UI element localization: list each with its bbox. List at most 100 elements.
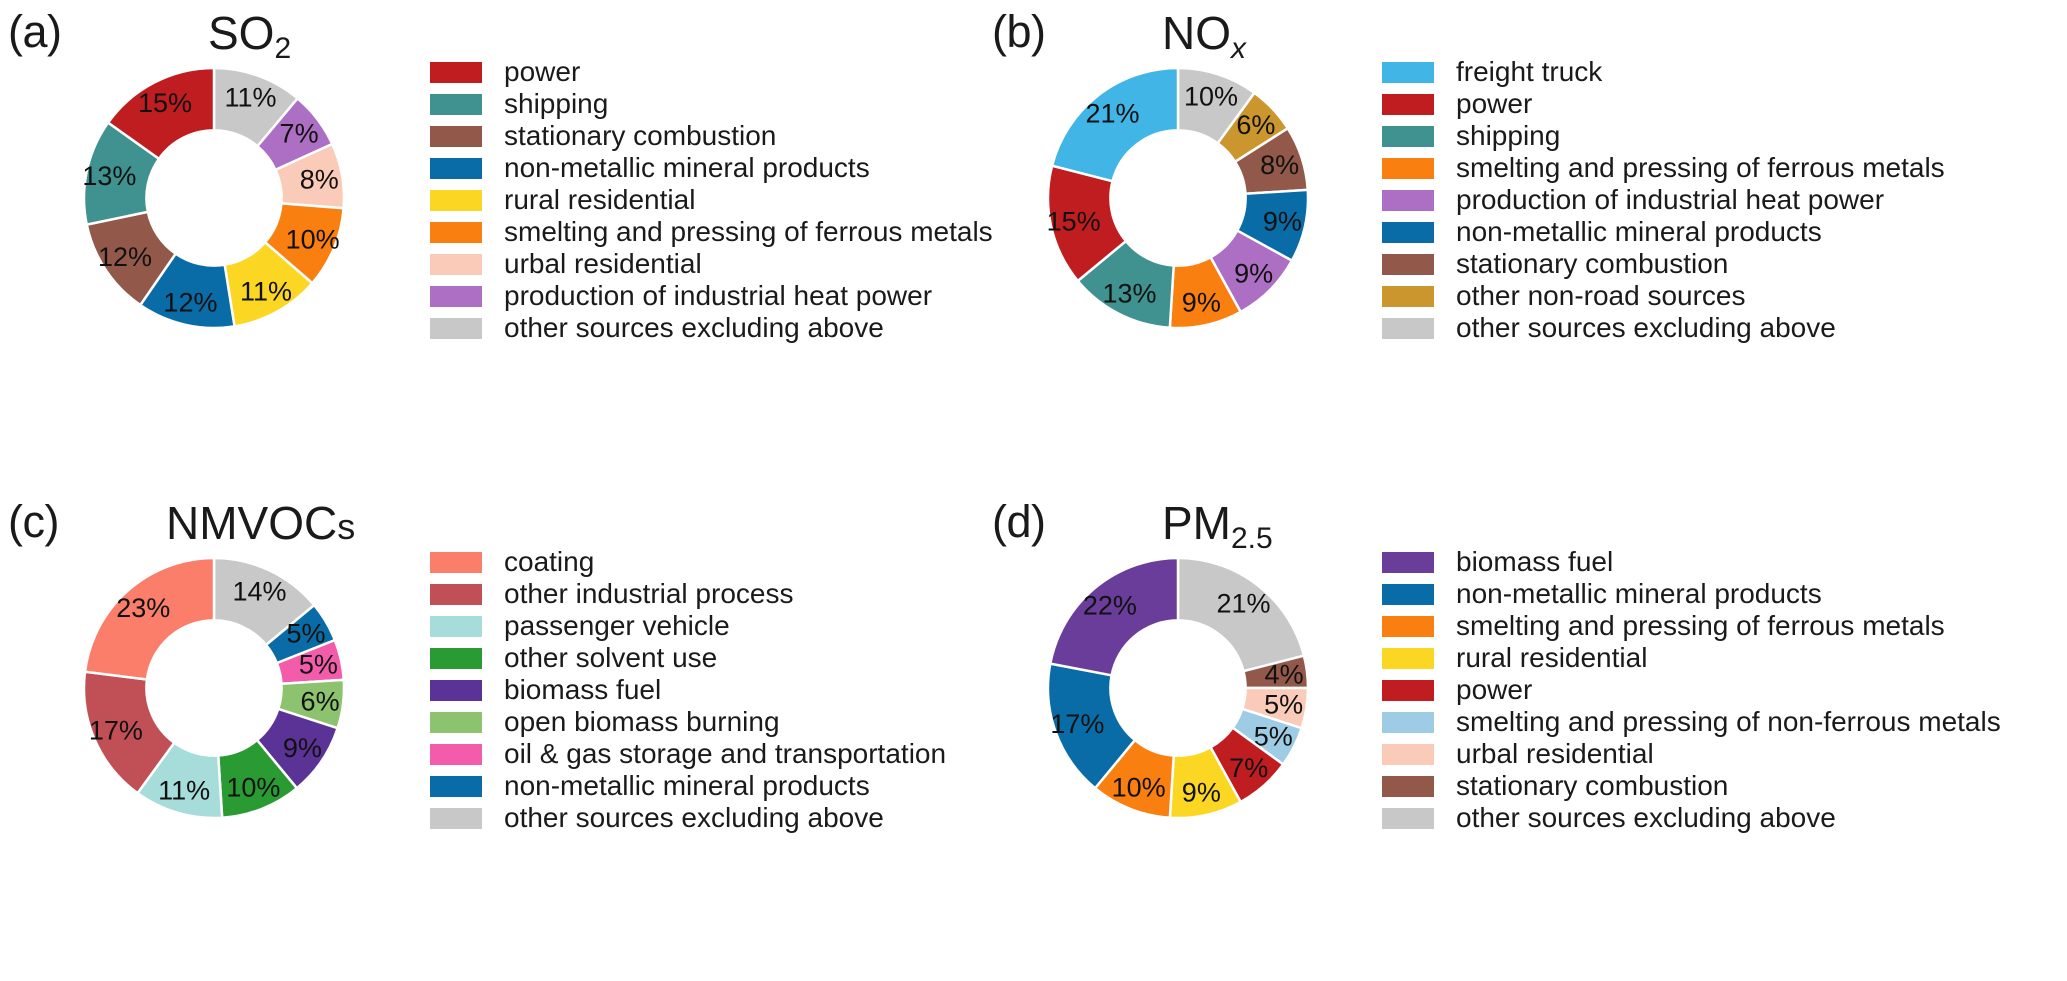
legend-item[interactable]: power (1382, 88, 1945, 120)
legend-item-label: non-metallic mineral products (1456, 578, 1822, 609)
legend-item-label: stationary combustion (1456, 248, 1729, 279)
pie-slice-label: 9% (1263, 206, 1302, 236)
legend-item[interactable]: power (1382, 674, 2001, 706)
pie-slice (1050, 66, 1180, 183)
pie-slice-label: 14% (232, 576, 286, 606)
legend-item-label: open biomass burning (504, 706, 780, 737)
pie-slice-label: 10% (1112, 772, 1166, 802)
legend-item[interactable]: stationary combustion (1382, 770, 2001, 802)
legend-item[interactable]: other sources excluding above (1382, 802, 2001, 834)
legend-item[interactable]: rural residential (430, 184, 993, 216)
legend-item-label: other solvent use (504, 642, 718, 673)
pie-slice-label: 5% (287, 619, 326, 649)
panel-a-title-sub: 2 (274, 32, 292, 65)
legend-item[interactable]: other industrial process (430, 578, 946, 610)
donut-svg-so2: 11%7%8%10%11%12%12%13%15% (82, 66, 346, 330)
donut-svg-nox: 10%6%8%9%9%9%13%15%21% (1047, 66, 1310, 330)
pie-slice-label: 13% (82, 161, 136, 191)
pie-slice (1176, 556, 1306, 673)
legend-item-label: smelting and pressing of ferrous metals (1456, 610, 1945, 641)
pie-slice-label: 11% (158, 776, 210, 806)
pie-slice-label: 17% (89, 715, 143, 745)
panel-d-title: PM2.5 (1162, 496, 1273, 555)
legend-item-label: other non-road sources (1456, 280, 1746, 311)
legend-item-label: rural residential (504, 184, 696, 215)
legend-item[interactable]: production of industrial heat power (430, 280, 993, 312)
panel-d-title-sub: 2.5 (1231, 522, 1273, 555)
pie-slice-label: 11% (240, 276, 292, 306)
legend-swatch-icon (1382, 221, 1434, 243)
legend-swatch-icon (1382, 615, 1434, 637)
legend-item[interactable]: urbal residential (430, 248, 993, 280)
pie-slice-label: 6% (1236, 110, 1275, 140)
legend-item[interactable]: open biomass burning (430, 706, 946, 738)
legend-item-label: smelting and pressing of ferrous metals (504, 216, 993, 247)
legend-item[interactable]: coating (430, 546, 946, 578)
legend-item[interactable]: shipping (1382, 120, 1945, 152)
legend-item[interactable]: other sources excluding above (430, 802, 946, 834)
panel-c-tag: (c) (8, 496, 59, 547)
pie-slice-label: 5% (1264, 690, 1303, 720)
legend-item[interactable]: biomass fuel (430, 674, 946, 706)
legend-item[interactable]: other sources excluding above (1382, 312, 1945, 344)
legend-item[interactable]: rural residential (1382, 642, 2001, 674)
legend-item[interactable]: non-metallic mineral products (430, 152, 993, 184)
legend-item-label: rural residential (1456, 642, 1648, 673)
pie-slice-label: 12% (98, 242, 152, 272)
legend-swatch-icon (1382, 647, 1434, 669)
legend-item[interactable]: smelting and pressing of non-ferrous met… (1382, 706, 2001, 738)
legend-item-label: power (504, 56, 581, 87)
legend-swatch-icon (430, 743, 482, 765)
legend-item-label: biomass fuel (504, 674, 662, 705)
legend-item[interactable]: power (430, 56, 993, 88)
legend-item[interactable]: oil & gas storage and transportation (430, 738, 946, 770)
legend-swatch-icon (1382, 157, 1434, 179)
panel-c-title-sub: s (337, 506, 356, 547)
panel-b-title: NOx (1162, 6, 1246, 65)
legend-swatch-icon (1382, 711, 1434, 733)
legend-item[interactable]: stationary combustion (1382, 248, 1945, 280)
legend-item[interactable]: passenger vehicle (430, 610, 946, 642)
legend-item[interactable]: non-metallic mineral products (1382, 578, 2001, 610)
legend-item[interactable]: smelting and pressing of ferrous metals (430, 216, 993, 248)
panel-d-tag: (d) (992, 496, 1046, 547)
legend-swatch-icon (430, 157, 482, 179)
legend-item[interactable]: non-metallic mineral products (430, 770, 946, 802)
legend-item[interactable]: production of industrial heat power (1382, 184, 1945, 216)
pie-slice-label: 21% (1085, 99, 1139, 129)
legend-swatch-icon (430, 583, 482, 605)
legend-item-label: shipping (1456, 120, 1561, 151)
legend-swatch-icon (430, 551, 482, 573)
legend-swatch-icon (1382, 285, 1434, 307)
legend-item[interactable]: smelting and pressing of ferrous metals (1382, 610, 2001, 642)
pie-slice-label: 10% (286, 224, 340, 254)
legend-item[interactable]: non-metallic mineral products (1382, 216, 1945, 248)
legend-item-label: production of industrial heat power (504, 280, 933, 311)
panel-b-tag: (b) (992, 6, 1046, 57)
legend-item[interactable]: other non-road sources (1382, 280, 1945, 312)
legend-item-label: power (1456, 674, 1533, 705)
legend-swatch-icon (430, 253, 482, 275)
legend-item-label: smelting and pressing of non-ferrous met… (1456, 706, 2001, 737)
legend-item[interactable]: smelting and pressing of ferrous metals (1382, 152, 1945, 184)
legend-swatch-icon (430, 615, 482, 637)
legend-item-label: biomass fuel (1456, 546, 1614, 577)
pie-slice-label: 12% (163, 287, 217, 317)
legend-item[interactable]: urbal residential (1382, 738, 2001, 770)
pie-slice-label: 7% (280, 118, 319, 148)
legend-item[interactable]: stationary combustion (430, 120, 993, 152)
pie-slice-label: 8% (1260, 150, 1299, 180)
legend-swatch-icon (430, 317, 482, 339)
legend-swatch-icon (1382, 93, 1434, 115)
legend-item[interactable]: freight truck (1382, 56, 1945, 88)
legend-item[interactable]: other solvent use (430, 642, 946, 674)
legend-item[interactable]: biomass fuel (1382, 546, 2001, 578)
legend-swatch-icon (430, 775, 482, 797)
legend-item[interactable]: other sources excluding above (430, 312, 993, 344)
panel-b-title-sub: x (1231, 32, 1246, 65)
legend-swatch-icon (1382, 551, 1434, 573)
legend-item[interactable]: shipping (430, 88, 993, 120)
